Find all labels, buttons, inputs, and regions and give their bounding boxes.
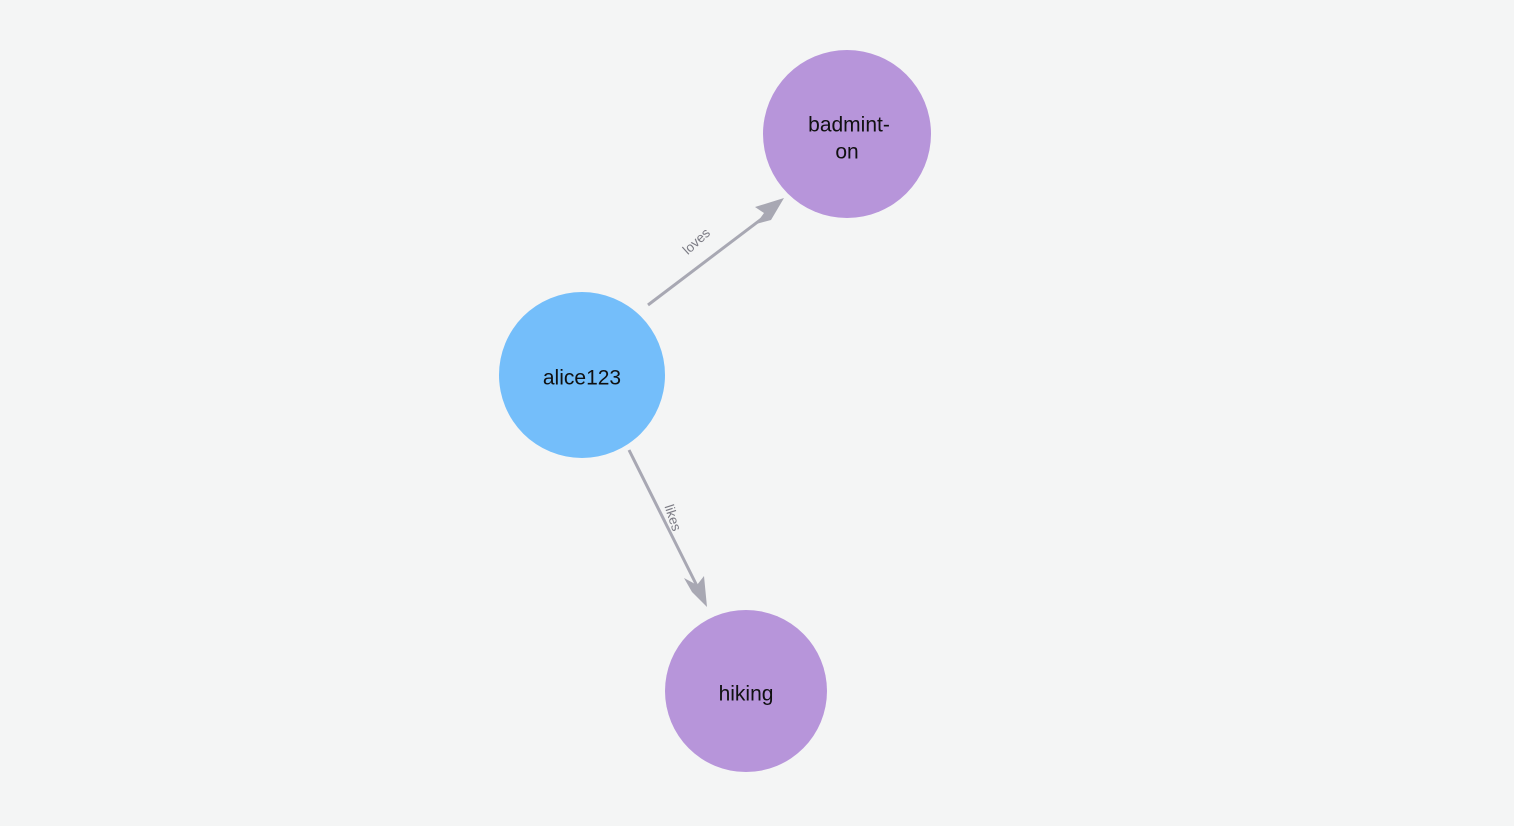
edge-loves-arrowhead	[755, 198, 784, 224]
edge-likes[interactable]: likes	[627, 449, 707, 607]
edge-likes-label: likes	[662, 503, 685, 534]
edge-likes-arrowhead	[684, 576, 707, 607]
edge-likes-line	[627, 449, 699, 587]
node-layer: alice123 badmint- on hiking	[499, 50, 931, 772]
edge-loves-label: loves	[680, 225, 714, 257]
node-hiking-circle[interactable]	[665, 610, 827, 772]
node-alice123-circle[interactable]	[499, 292, 665, 458]
node-badminton-circle[interactable]	[763, 50, 931, 218]
edge-loves-line	[647, 209, 773, 307]
node-badminton[interactable]: badmint- on	[763, 50, 931, 218]
node-hiking[interactable]: hiking	[665, 610, 827, 772]
node-alice123[interactable]: alice123	[499, 292, 665, 458]
edge-loves[interactable]: loves	[647, 198, 784, 307]
